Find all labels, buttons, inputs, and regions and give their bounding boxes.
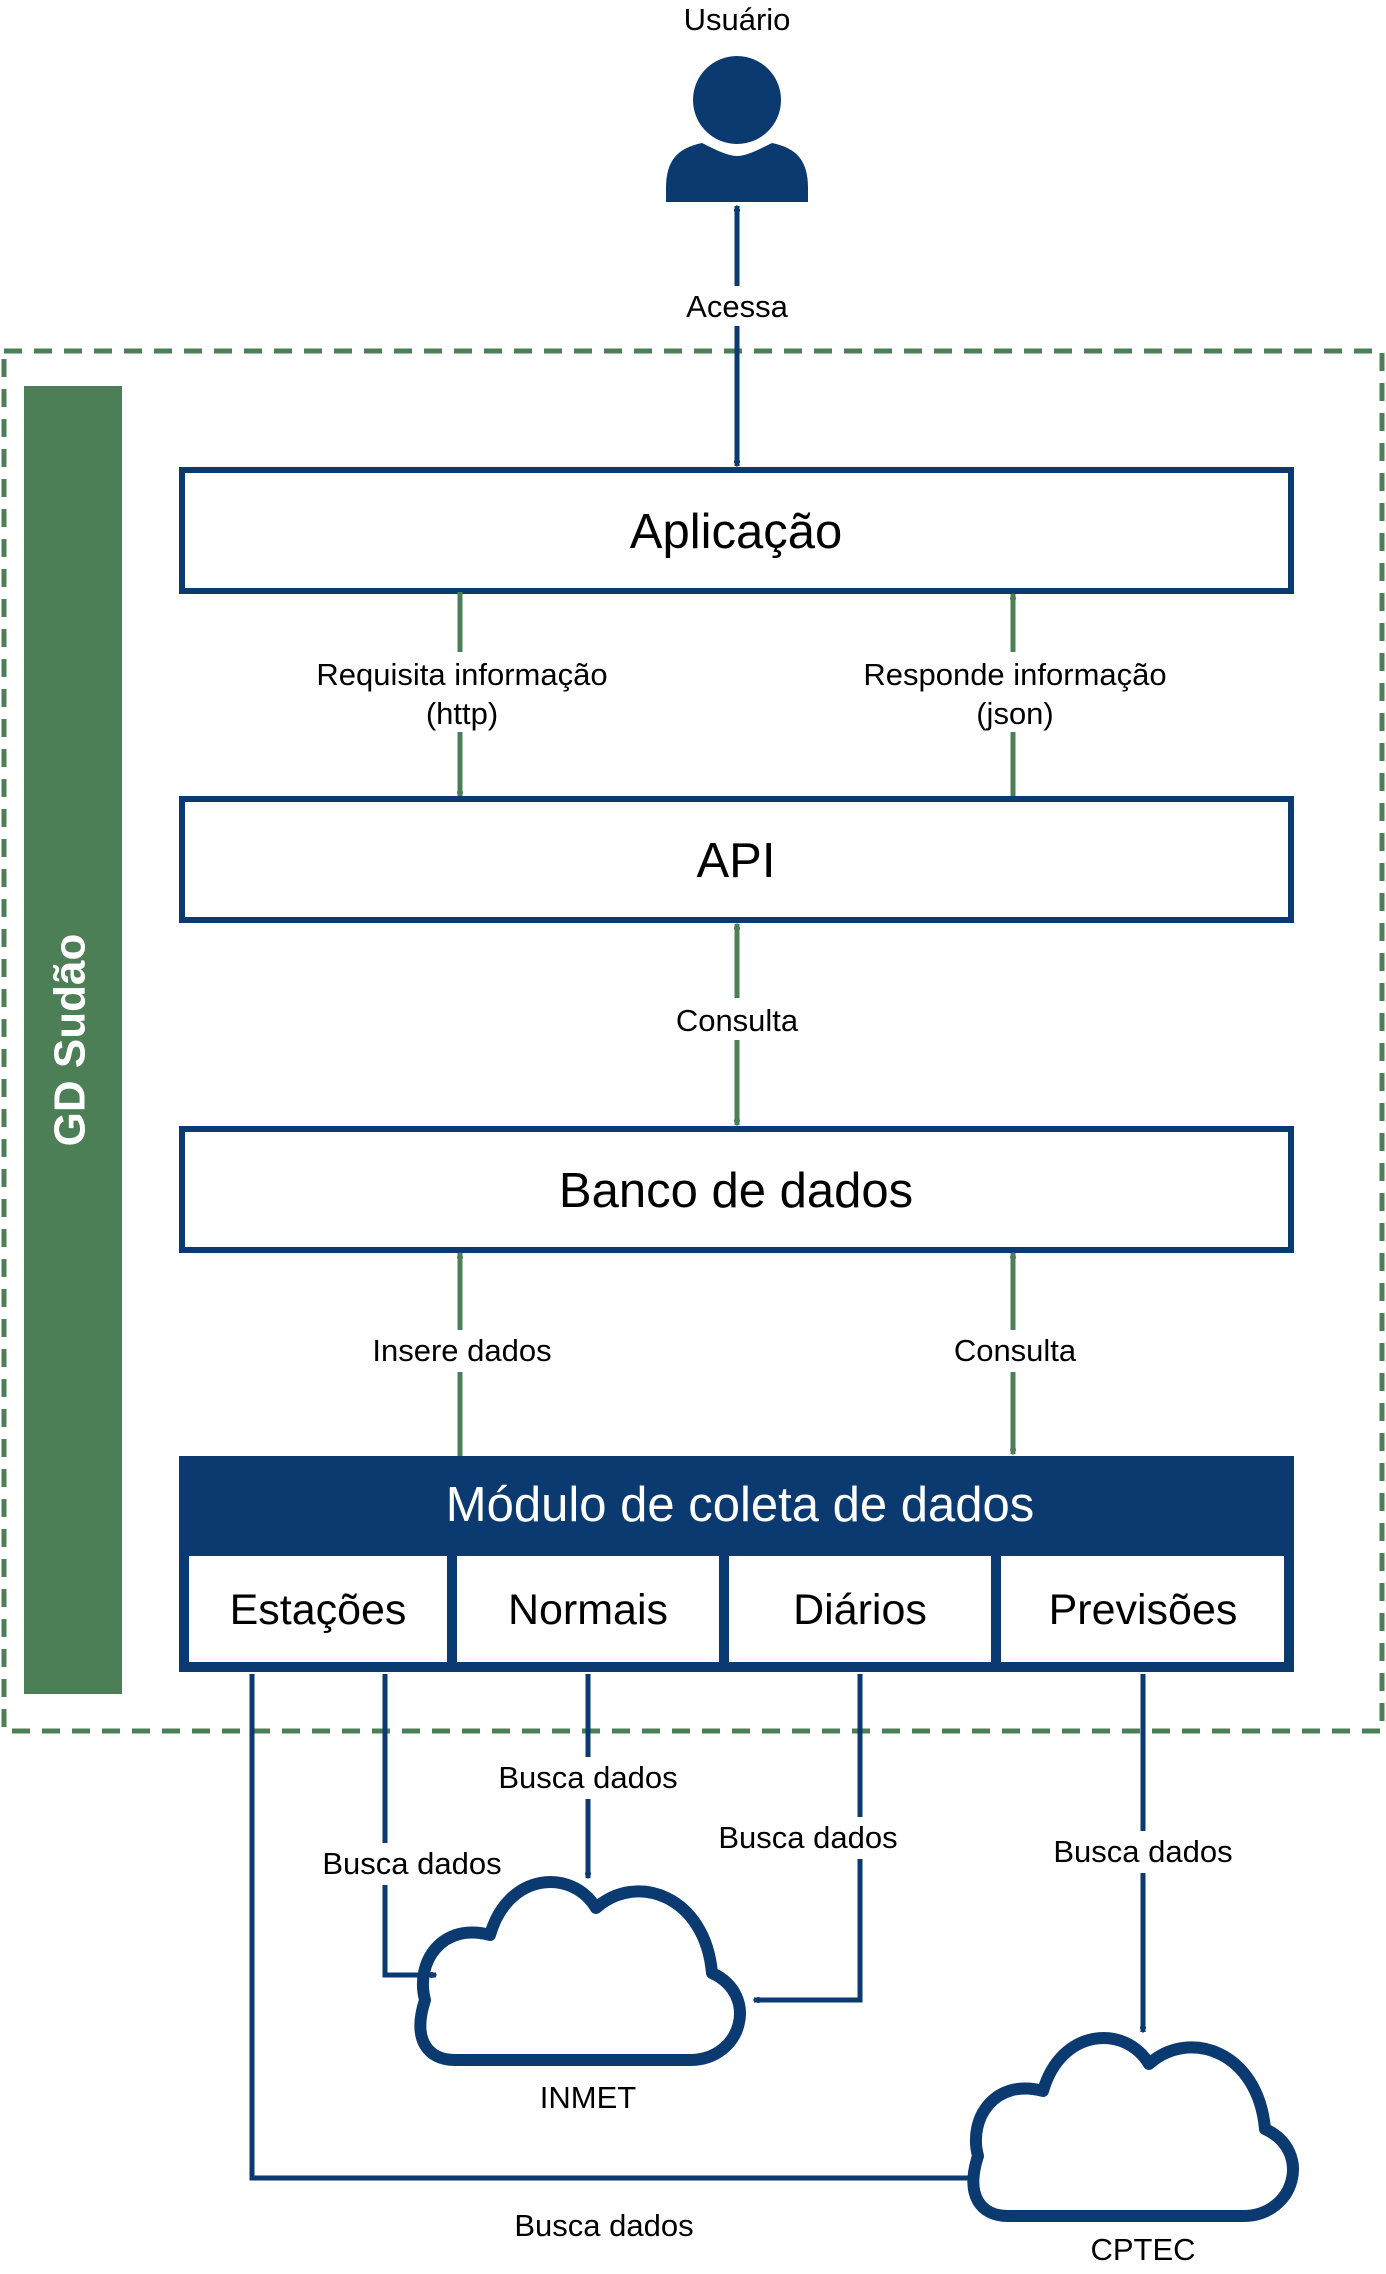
- edge-busca-normais-inmet-label: Busca dados: [498, 1760, 677, 1795]
- app-box: [179, 467, 1294, 594]
- edge-busca-previsoes-cptec-label: Busca dados: [1053, 1834, 1232, 1869]
- gd-sudao-label: GD Sudão: [46, 934, 95, 1147]
- user-icon: [666, 56, 808, 202]
- cptec-label: CPTEC: [1090, 2232, 1195, 2267]
- edge-responde-label-2: (json): [976, 696, 1054, 731]
- module-item-normais: [457, 1556, 719, 1662]
- inmet-label: INMET: [540, 2080, 637, 2115]
- module-item-estacoes-label: Estações: [230, 1586, 407, 1634]
- module-item-normais-label: Normais: [508, 1586, 668, 1634]
- edge-insere-label: Insere dados: [372, 1333, 551, 1368]
- module-title: Módulo de coleta de dados: [446, 1478, 1034, 1532]
- api-label: API: [697, 834, 776, 888]
- db-box: [179, 1126, 1294, 1253]
- edge-busca-estacoes-inmet-label: Busca dados: [322, 1846, 501, 1881]
- app-label: Aplicação: [630, 505, 842, 559]
- module-item-previsoes: [1001, 1556, 1284, 1662]
- edge-busca-estacoes-cptec: [249, 1674, 976, 2178]
- inmet-cloud-icon: [414, 1876, 746, 2066]
- edge-consulta-api-db-label: Consulta: [676, 1003, 799, 1038]
- edge-requisita-label-1: Requisita informação: [316, 657, 607, 692]
- cptec-cloud-icon: [967, 2032, 1299, 2222]
- module-item-estacoes: [189, 1556, 447, 1662]
- edge-acessa-label: Acessa: [686, 289, 788, 324]
- edge-requisita-label-2: (http): [426, 696, 498, 731]
- edge-busca-estacoes-cptec-label: Busca dados: [514, 2208, 693, 2243]
- user-label: Usuário: [684, 2, 791, 37]
- edge-busca-diarios-inmet-label: Busca dados: [718, 1820, 897, 1855]
- edge-consulta-mod-db-label: Consulta: [954, 1333, 1077, 1368]
- module-item-previsoes-label: Previsões: [1049, 1586, 1238, 1634]
- db-label: Banco de dados: [559, 1164, 913, 1218]
- api-box: [179, 796, 1294, 923]
- module-item-diarios-label: Diários: [793, 1586, 927, 1634]
- edge-busca-estacoes-inmet: [382, 1674, 436, 1975]
- collection-module: Módulo de coleta de dados Estações Norma…: [179, 1456, 1294, 1672]
- edge-responde-label-1: Responde informação: [863, 657, 1166, 692]
- module-item-diarios: [729, 1556, 991, 1662]
- edge-busca-diarios-inmet: [754, 1674, 863, 2000]
- gd-sudao-band: [24, 386, 122, 1694]
- module-header: [179, 1456, 1294, 1552]
